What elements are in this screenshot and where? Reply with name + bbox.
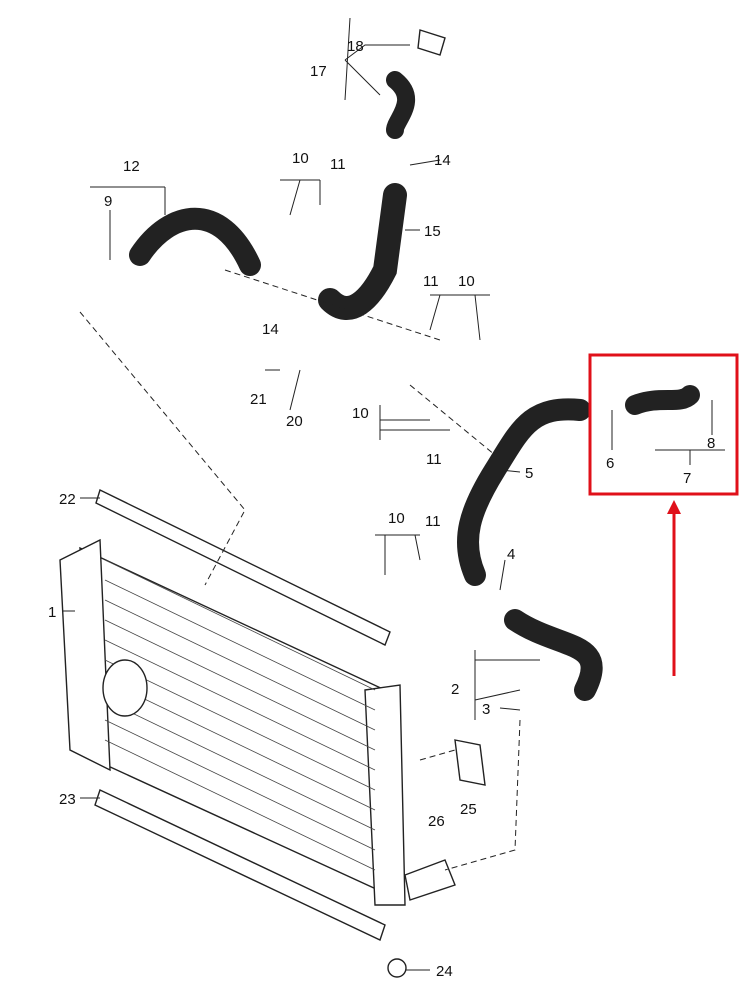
highlight-box xyxy=(588,353,739,496)
callout: 24 xyxy=(436,963,453,980)
callout: 3 xyxy=(482,701,490,718)
callout: 11 xyxy=(426,451,442,468)
highlight-arrow xyxy=(667,500,681,676)
callout: 9 xyxy=(104,193,112,210)
callout: 1 xyxy=(48,604,56,621)
intercooler xyxy=(59,538,456,906)
callout: 11 xyxy=(330,156,346,173)
callout: 23 xyxy=(59,791,76,808)
callout: 10 xyxy=(388,510,405,527)
callout: 10 xyxy=(352,405,369,422)
callout: 8 xyxy=(707,435,715,452)
charge-air-hoses xyxy=(129,29,700,978)
callout: 10 xyxy=(292,150,309,167)
callout: 11 xyxy=(425,513,441,530)
callout: 11 xyxy=(423,273,439,290)
leader-lines xyxy=(62,17,725,971)
callout: 14 xyxy=(262,321,279,338)
air-guide-strips xyxy=(94,489,391,941)
callout: 14 xyxy=(434,152,451,169)
callout: 6 xyxy=(606,455,614,472)
callout: 25 xyxy=(460,801,477,818)
callout-labels: 18 17 14 10 11 15 12 9 14 21 20 11 10 10… xyxy=(48,38,715,980)
callout: 26 xyxy=(428,813,445,830)
callout: 7 xyxy=(683,470,691,487)
callout: 5 xyxy=(525,465,533,482)
callout: 4 xyxy=(507,546,515,563)
callout: 22 xyxy=(59,491,76,508)
callout: 10 xyxy=(458,273,475,290)
callout: 12 xyxy=(123,158,140,175)
callout: 21 xyxy=(250,391,267,408)
callout: 15 xyxy=(424,223,441,240)
callout: 17 xyxy=(310,63,327,80)
callout: 18 xyxy=(347,38,364,55)
callout: 20 xyxy=(286,413,303,430)
callout: 2 xyxy=(451,681,459,698)
